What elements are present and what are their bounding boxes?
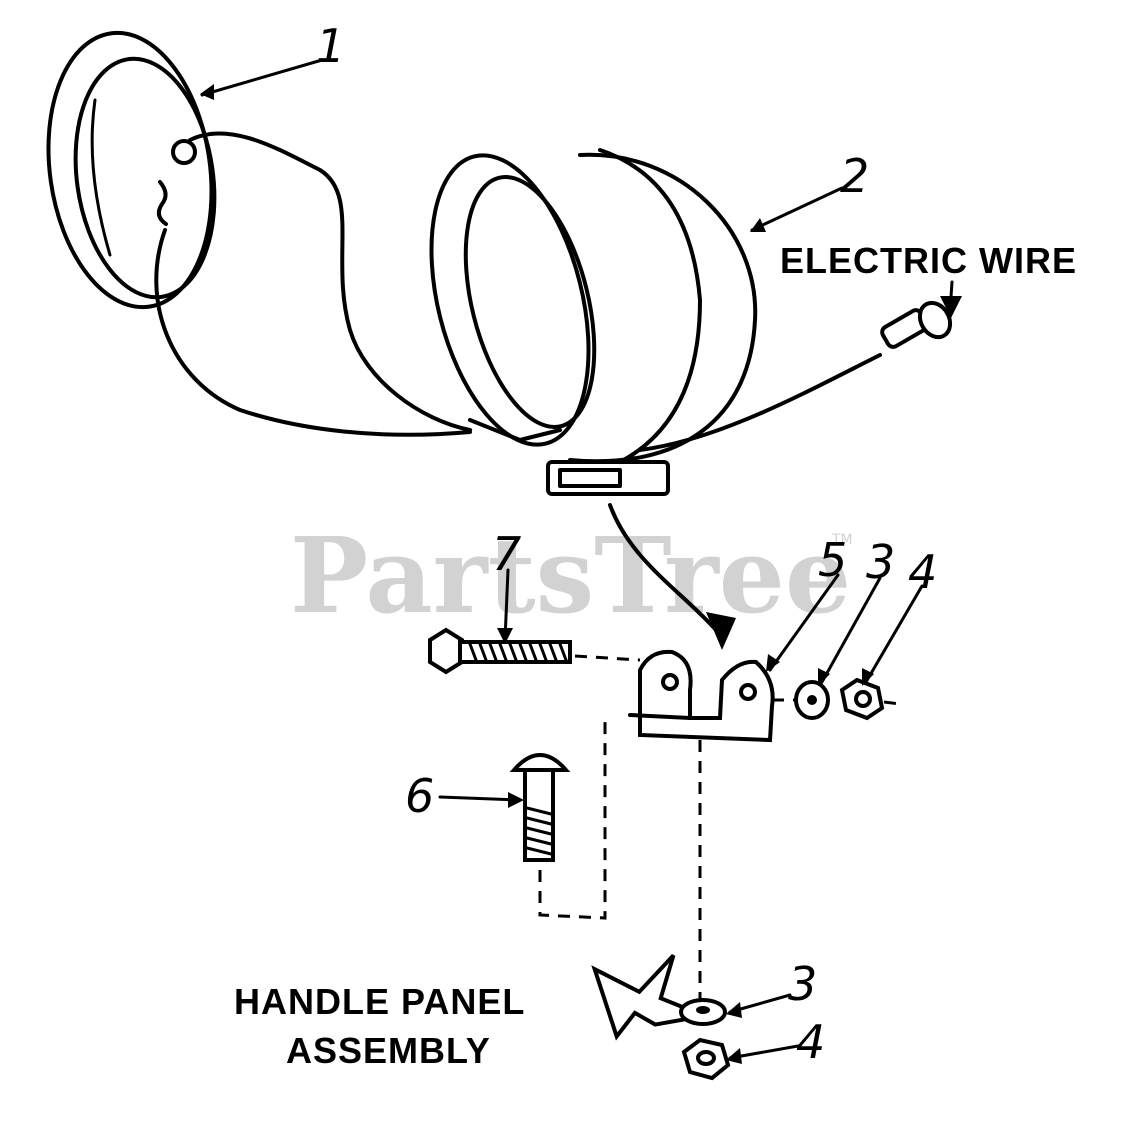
mounting-guide-lines [538,715,702,1010]
part-4-nut-lower [681,1037,731,1081]
label-handle-panel: HANDLE PANEL [234,981,525,1022]
callout-5: 5 [818,533,847,587]
callout-4-lower: 4 [796,1015,825,1069]
assembly-arrow [608,503,718,632]
part-3-washer-lower [679,998,727,1026]
watermark-text: PartsTree [290,514,851,637]
assembly-arrowhead [706,612,736,650]
lens-wire [154,131,472,437]
callout-7: 7 [492,527,521,581]
callout-1: 1 [316,19,345,73]
watermark-trademark: TM [831,532,853,548]
handle-panel-arrow [591,953,712,1041]
part-4-nut-upper [839,677,885,721]
part-7-bolt [428,627,572,675]
part-2-housing [429,148,758,496]
callout-6: 6 [405,769,434,823]
callout-4-upper: 4 [908,545,937,599]
part-5-bracket [628,649,775,743]
label-assembly: ASSEMBLY [286,1030,491,1071]
callout-3-upper: 3 [866,535,895,589]
part-1-lens [46,30,217,310]
part-6-carriage-bolt [509,753,571,862]
wire-connector [880,300,953,349]
electric-wire [638,353,882,452]
callout-leaders [200,58,924,1064]
part-3-washer-upper [794,680,830,720]
electric-wire-arrowhead [940,296,962,318]
callout-2: 2 [840,149,869,203]
callout-3-lower: 3 [788,957,817,1011]
label-electric-wire: ELECTRIC WIRE [780,240,1077,281]
